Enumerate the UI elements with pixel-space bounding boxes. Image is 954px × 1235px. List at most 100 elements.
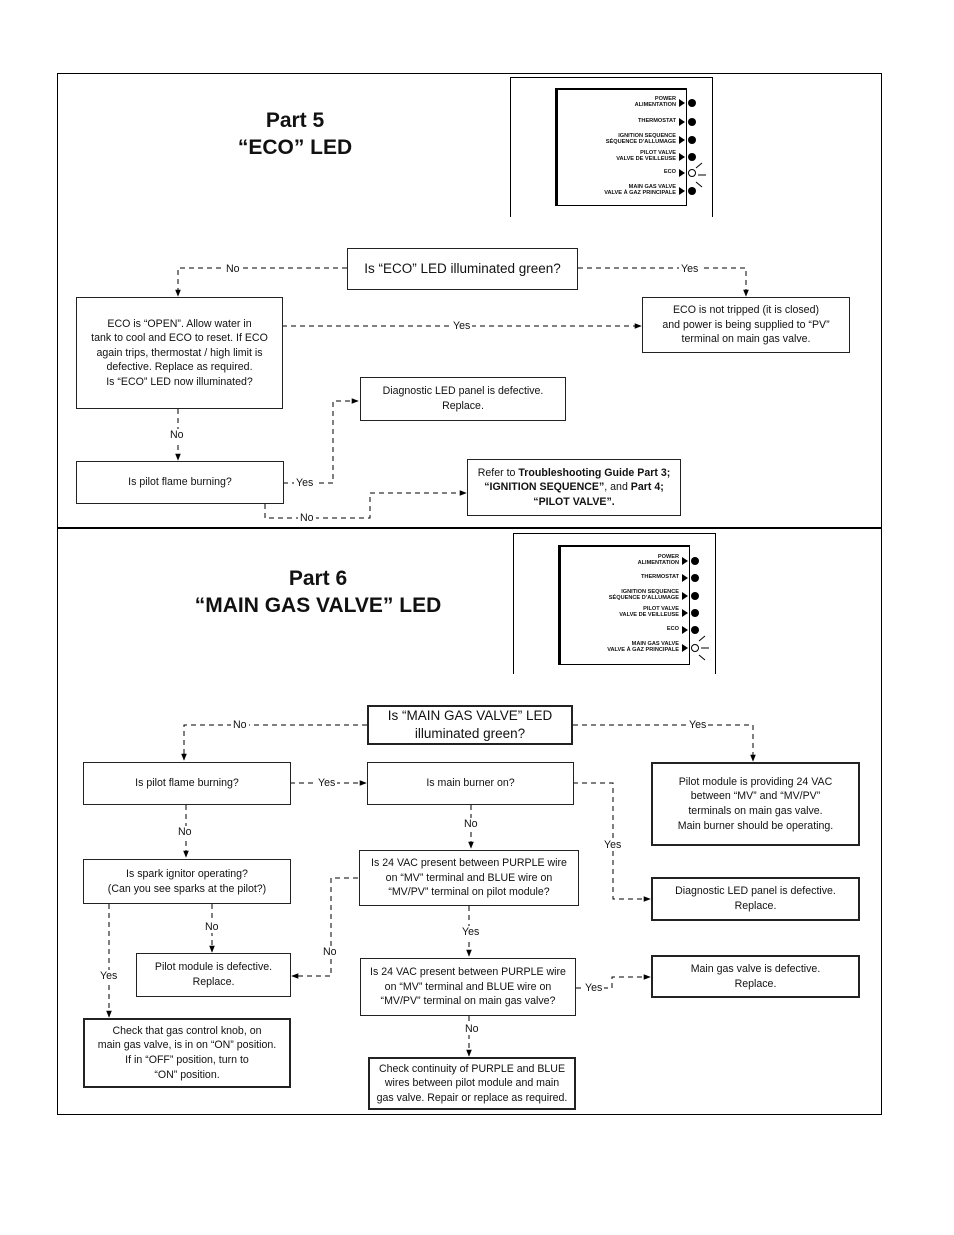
led-off-icon [691,608,699,617]
refer-l2a: “IGNITION SEQUENCE” [484,481,605,494]
led-off-icon [688,135,696,144]
conn-pilot-yes [283,398,359,484]
led-off-icon [688,98,696,107]
arrow-right-icon [679,118,685,126]
arrow-right-icon [679,152,685,161]
led-off-icon [688,118,696,126]
label-yes: Yes [460,926,482,938]
refer-l2c: Part 4; [630,481,664,494]
conn-24pilot-no [291,877,358,979]
refer-guide-box: Refer to Troubleshooting Guide Part 3; “… [467,459,681,516]
diag-panel-defective-box: Diagnostic LED panel is defective. Repla… [360,377,566,421]
arrow-right-icon [682,643,688,652]
label-yes: Yes [451,320,473,332]
conn-burner-yes [573,782,651,902]
led-row: ECO [664,169,696,177]
conn-eco-yes [578,267,749,297]
section-divider [57,527,881,529]
conn-mgv-yes [573,724,756,762]
led-off-icon [691,626,699,634]
led-off-icon [691,556,699,565]
led-row: ECO [667,626,699,634]
arrow-right-icon [679,186,685,195]
panel-face [555,88,687,206]
conn-pilot-no [264,490,467,519]
label-yes: Yes [294,477,316,489]
label-yes: Yes [98,970,120,982]
eco-closed-box: ECO is not tripped (it is closed) and po… [642,297,850,353]
label-no: No [462,818,480,830]
panel-housing [513,533,716,674]
part5-title: Part 5 “ECO” LED [200,107,390,161]
main-gas-valve-defective-box: Main gas valve is defective. Replace. [651,955,860,998]
main-gas-valve-led-glow [698,635,709,661]
label-yes: Yes [687,719,709,731]
part6-title: Part 6 “MAIN GAS VALVE” LED [168,565,468,619]
led-illuminated-icon [688,169,696,177]
arrow-right-icon [679,135,685,144]
refer-l3: “PILOT VALVE”. [533,495,615,508]
refer-l2b: , and [604,481,631,494]
led-off-icon [691,591,699,600]
led-row: THERMOSTAT [638,118,696,126]
led-illuminated-icon [691,643,699,652]
check-gas-knob-box: Check that gas control knob, on main gas… [83,1018,291,1088]
led-label: THERMOSTAT [640,574,679,581]
diag-panel-defective-box-6: Diagnostic LED panel is defective. Repla… [651,877,860,921]
conn-eco-no [175,267,347,297]
arrow-right-icon [682,626,688,634]
pilot-module-ok-box: Pilot module is providing 24 VAC between… [651,762,860,846]
conn-mgv-no [181,724,367,761]
part6-title-line2: “MAIN GAS VALVE” LED [194,594,442,617]
arrow-right-icon [679,169,685,177]
label-no: No [203,921,221,933]
arrow-right-icon [679,98,685,107]
q-spark-ignitor: Is spark ignitor operating? (Can you see… [83,859,291,904]
refer-l1a: Refer to [477,466,519,479]
led-off-icon [688,152,696,161]
led-row: THERMOSTAT [641,574,699,582]
label-yes: Yes [316,777,338,789]
eco-open-box: ECO is “OPEN”. Allow water in tank to co… [76,297,283,409]
refer-l1b: Troubleshooting Guide Part 3; [518,466,671,479]
label-yes: Yes [679,263,701,275]
arrow-right-icon [682,556,688,565]
q-pilot-burning-5: Is pilot flame burning? [76,461,284,504]
label-no: No [168,429,186,441]
panel-face [558,545,690,665]
label-no: No [176,826,194,838]
q-24vac-pilot-module: Is 24 VAC present between PURPLE wire on… [359,850,579,906]
led-off-icon [691,574,699,582]
pilot-module-defective-box: Pilot module is defective. Replace. [136,953,291,997]
led-label: ECO [666,626,679,633]
q-pilot-burning-6: Is pilot flame burning? [83,762,291,805]
label-no: No [298,512,316,524]
q-24vac-main-gas-valve: Is 24 VAC present between PURPLE wire on… [360,958,576,1016]
label-yes: Yes [583,982,605,994]
label-no: No [224,263,242,275]
q-main-burner-on: Is main burner on? [367,762,574,805]
led-off-icon [688,186,696,195]
label-no: No [463,1023,481,1035]
eco-led-glow [695,162,706,188]
arrow-right-icon [682,608,688,617]
label-no: No [231,719,249,731]
check-wire-continuity-box: Check continuity of PURPLE and BLUE wire… [368,1057,576,1110]
led-label: ECO [663,169,676,176]
q-main-gas-valve-illuminated: Is “MAIN GAS VALVE” LED illuminated gree… [367,705,573,745]
